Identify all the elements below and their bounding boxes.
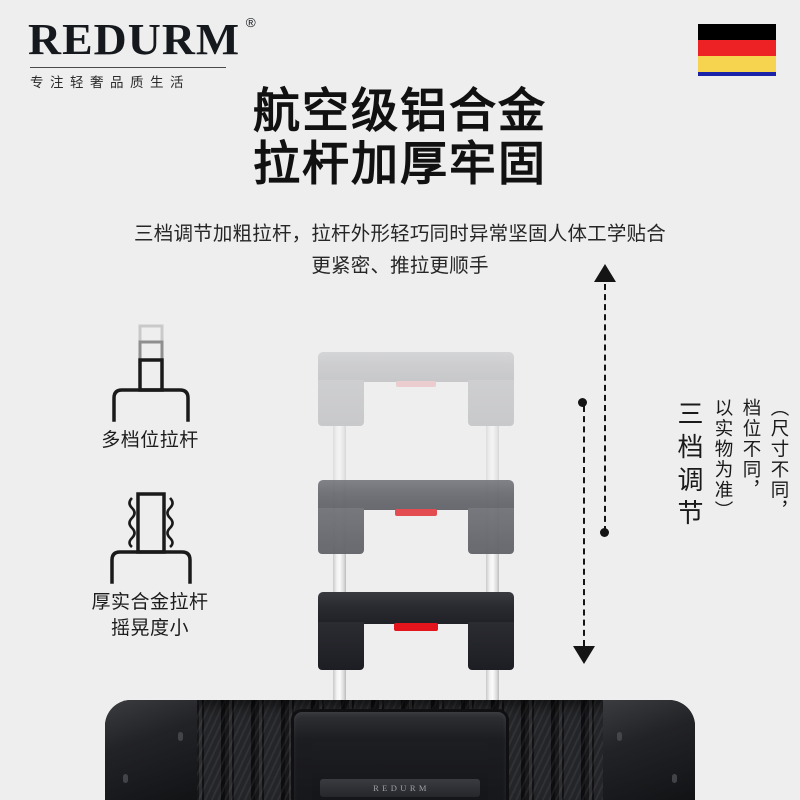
feature-label-2a: 厚实合金拉杆 <box>91 592 209 613</box>
telescoping-handle-icon <box>55 318 245 428</box>
suitcase-nameplate: REDURM <box>320 779 480 797</box>
flag-band-black <box>698 24 776 40</box>
corner-rivet <box>617 732 622 741</box>
brand-divider <box>30 67 226 68</box>
handle-grip <box>318 480 514 554</box>
handle-grip <box>318 592 514 670</box>
brand-tagline: 专注轻奢品质生活 <box>30 75 190 90</box>
handle-release-button[interactable] <box>396 381 436 387</box>
headline-line-2: 拉杆加厚牢固 <box>253 137 547 190</box>
handle-grip-leg-right <box>468 508 514 554</box>
feature-label-2b: 摇晃度小 <box>110 618 189 639</box>
measure-dot-lower <box>578 398 587 407</box>
handle-grip-leg-left <box>318 622 364 670</box>
corner-rivet <box>123 774 128 783</box>
brand-name-text: REDURM <box>28 15 241 64</box>
suitcase-top: REDURM <box>105 700 695 800</box>
thick-alloy-handle-icon <box>55 480 245 590</box>
flag-underline <box>698 72 776 76</box>
subcopy-line-1: 三档调节加粗拉杆，拉杆外形轻巧同时异常坚固人体工学贴合 <box>134 223 666 245</box>
subcopy: 三档调节加粗拉杆，拉杆外形轻巧同时异常坚固人体工学贴合 更紧密、推拉更顺手 <box>0 218 800 282</box>
handle-grip-bar <box>318 480 514 510</box>
measure-dash-lower <box>583 406 585 646</box>
disclaimer-note: （尺寸不同， 档位不同， 以实物为准） <box>710 398 792 521</box>
handle-grip-leg-left <box>318 508 364 554</box>
arrow-down-icon <box>573 646 595 664</box>
handle-grip-bar <box>318 592 514 624</box>
disclaimer-column-3: 以实物为准） <box>713 398 734 521</box>
feature-callout-thick-alloy: 厚实合金拉杆 摇晃度小 <box>55 480 245 642</box>
headline: 航空级铝合金 拉杆加厚牢固 <box>0 84 800 190</box>
feature-label-1: 多档位拉杆 <box>101 430 199 451</box>
vertical-label-three-stage: 三档调节 <box>674 400 704 532</box>
flag-band-red <box>698 39 776 56</box>
handle-grip-leg-right <box>468 622 514 670</box>
handle-grip-bar <box>318 352 514 382</box>
flag-band-gold <box>698 55 776 72</box>
handle-grip-leg-right <box>468 380 514 426</box>
suitcase-corner-guard-left <box>105 700 197 800</box>
subcopy-line-2: 更紧密、推拉更顺手 <box>311 255 489 277</box>
brand-logo: REDURM ® 专注轻奢品质生活 <box>28 15 258 91</box>
disclaimer-column-2: 档位不同， <box>741 398 762 501</box>
disclaimer-column-1: （尺寸不同， <box>769 398 790 521</box>
handle-release-button[interactable] <box>395 509 437 516</box>
brand-wordmark: REDURM ® <box>28 15 256 64</box>
handle-grip-leg-left <box>318 380 364 426</box>
measure-dash-upper <box>604 284 606 532</box>
corner-rivet <box>672 774 677 783</box>
corner-rivet <box>178 732 183 741</box>
measure-dot-upper <box>600 528 609 537</box>
feature-callout-multi-stage: 多档位拉杆 <box>55 318 245 454</box>
handle-release-button[interactable] <box>394 623 438 631</box>
headline-line-1: 航空级铝合金 <box>253 84 547 137</box>
registered-trademark-icon: ® <box>245 15 257 30</box>
handle-grip <box>318 352 514 426</box>
handle-mount-plate: REDURM <box>294 712 506 800</box>
german-flag-icon <box>698 24 776 76</box>
arrow-up-icon <box>594 264 616 282</box>
suitcase-nameplate-text: REDURM <box>373 783 430 793</box>
suitcase-corner-guard-right <box>603 700 695 800</box>
